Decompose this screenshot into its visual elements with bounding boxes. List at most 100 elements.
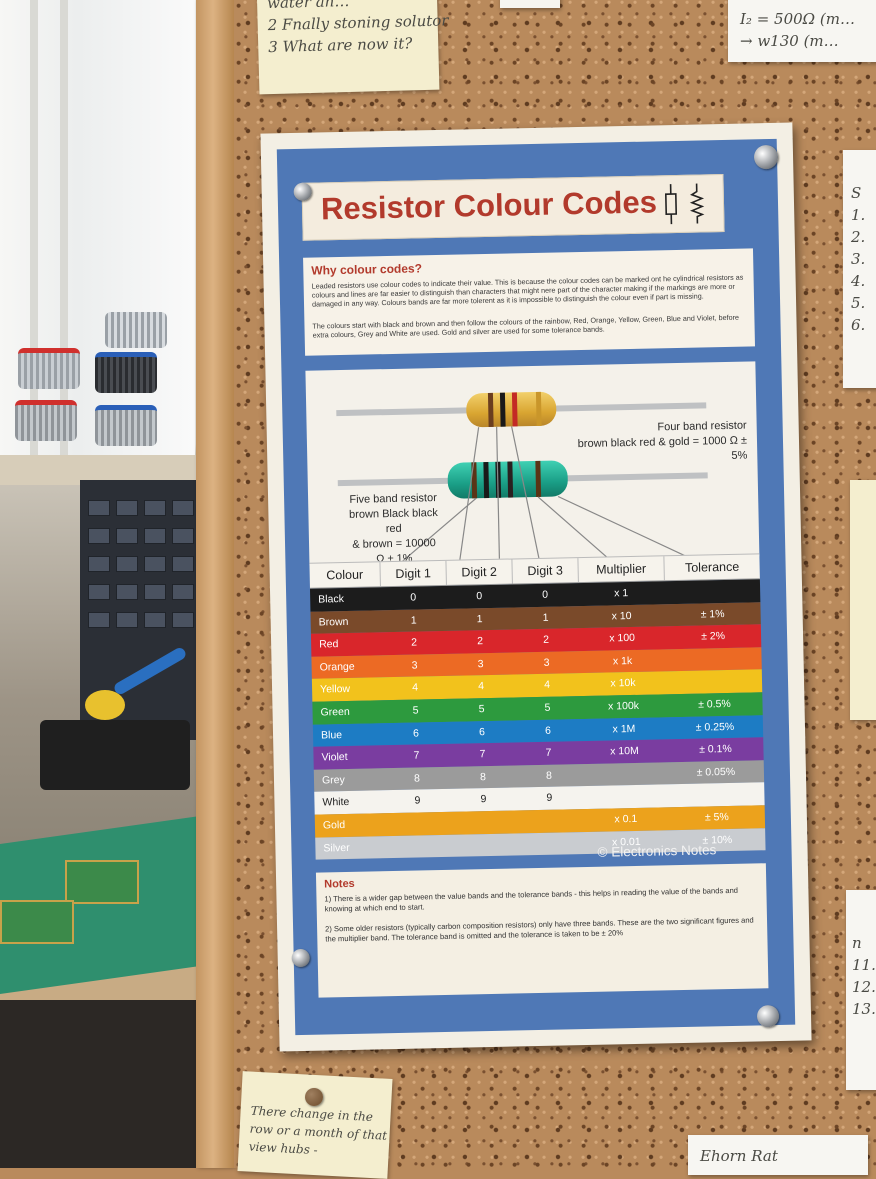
sticky-note-bottom-right: Ehorn Rat (688, 1135, 868, 1175)
table-cell (664, 579, 760, 604)
poster-title: Resistor Colour Codes (321, 184, 658, 227)
five-band-label: Five band resistor brown Black black red… (348, 491, 440, 568)
table-cell: ± 0.05% (668, 760, 764, 785)
column-header: Digit 2 (445, 560, 511, 585)
why-colour-codes-box: Why colour codes? Leaded resistors use c… (303, 248, 755, 355)
wire-spool (18, 348, 80, 389)
soldering-iron (85, 690, 125, 720)
column-header: Digit 1 (379, 561, 445, 586)
table-cell: ± 0.25% (667, 715, 763, 740)
label-line: brown Black black red (348, 506, 439, 538)
paper-scrap (500, 0, 560, 8)
colour-name-cell: Gold (315, 813, 385, 837)
workshop-background (0, 0, 200, 1168)
note-line: 11. (852, 956, 874, 974)
colour-name-cell: Green (312, 700, 382, 724)
soldering-station (40, 720, 190, 790)
note-line: → w130 (m… (740, 32, 866, 50)
table-cell (668, 783, 764, 808)
notes-box: Notes 1) There is a wider gap between th… (316, 863, 769, 997)
table-cell: 0 (512, 583, 578, 607)
colour-name-cell: Violet (313, 745, 383, 769)
sticky-note-right-list: S 1. 2. 3. 4. 5. 6. (843, 150, 876, 388)
table-cell: 6 (515, 719, 581, 743)
note-line: 2. (851, 228, 875, 246)
column-header: Multiplier (577, 556, 663, 582)
table-cell: x 100 (579, 626, 665, 650)
note-line: 3. (851, 250, 875, 268)
sticky-note-top-right: I₂ = 500Ω (m… → w130 (m… (728, 0, 876, 62)
table-cell (385, 812, 451, 836)
table-cell (517, 832, 583, 856)
table-cell (665, 647, 761, 672)
column-header: Colour (309, 562, 379, 587)
note-line: n (852, 934, 874, 952)
table-cell: 2 (381, 631, 447, 655)
circuit-board (65, 860, 139, 904)
resistor-poster: Resistor Colour Codes Why colour codes? … (260, 123, 811, 1052)
four-band-label: Four band resistor brown black red & gol… (577, 419, 748, 468)
table-cell: 7 (515, 741, 581, 765)
note-item: 1) There is a wider gap between the valu… (324, 885, 754, 914)
colour-name-cell: Grey (314, 768, 384, 792)
table-cell: 0 (446, 585, 512, 609)
title-box: Resistor Colour Codes (301, 174, 724, 241)
colour-name-cell: Blue (313, 723, 383, 747)
table-cell: 8 (516, 764, 582, 788)
table-cell: 1 (380, 608, 446, 632)
table-cell: 4 (514, 673, 580, 697)
colour-name-cell: Silver (315, 836, 385, 860)
table-cell: 6 (383, 721, 449, 745)
wooden-frame (196, 0, 234, 1168)
circuit-board (0, 900, 74, 944)
table-cell: 4 (448, 675, 514, 699)
table-cell: 1 (446, 607, 512, 631)
colour-name-cell: White (314, 791, 384, 815)
sticky-note-top-left: water an… 2 Fnally stoning solutor 3 Wha… (257, 0, 440, 94)
why-paragraph: Leaded resistors use colour codes to ind… (312, 273, 747, 309)
note-line: 6. (851, 316, 875, 334)
table-cell (666, 670, 762, 695)
table-cell: x 10 (578, 604, 664, 628)
table-cell (582, 762, 668, 786)
why-paragraph: The colours start with black and brown a… (312, 313, 747, 340)
sticky-note-right-lower: n 11. 12. 13. (846, 890, 876, 1090)
note-line: 3 What are now it? (268, 34, 428, 56)
note-line: view hubs - (248, 1140, 379, 1161)
note-item: 2) Some older resistors (typically carbo… (325, 915, 755, 944)
note-line: 5. (851, 294, 875, 312)
sticky-note-right-middle (850, 480, 876, 720)
table-cell (517, 809, 583, 833)
table-cell: x 1 (578, 581, 664, 605)
table-cell: 5 (514, 696, 580, 720)
note-line: water an… (267, 0, 427, 12)
table-cell: 6 (449, 720, 515, 744)
note-line: row or a month of that (249, 1122, 380, 1143)
table-cell: 2 (513, 628, 579, 652)
wire-spool (95, 352, 157, 393)
colour-name-cell: Yellow (312, 678, 382, 702)
why-heading: Why colour codes? (311, 261, 422, 277)
note-line: 4. (851, 272, 875, 290)
table-cell: 5 (382, 699, 448, 723)
table-cell: 9 (516, 786, 582, 810)
table-cell: x 10k (580, 672, 666, 696)
table-cell: 3 (513, 651, 579, 675)
table-cell: ± 0.1% (667, 737, 763, 762)
table-cell: x 1M (581, 717, 667, 741)
column-header: Tolerance (663, 554, 759, 580)
resistor-symbol-icon (661, 181, 710, 226)
table-cell: 2 (447, 630, 513, 654)
note-line: 1. (851, 206, 875, 224)
table-cell: 1 (512, 606, 578, 630)
table-cell: 0 (380, 586, 446, 610)
table-cell (451, 810, 517, 834)
note-line: 13. (852, 1000, 874, 1018)
table-cell: x 0.1 (583, 807, 669, 831)
table-cell: x 1k (579, 649, 665, 673)
colour-name-cell: Orange (311, 655, 381, 679)
credit-text: © Electronics Notes (597, 842, 716, 859)
note-line: There change in the (250, 1104, 381, 1125)
note-line: 12. (852, 978, 874, 996)
label-line: brown black red & gold = 1000 Ω ± 5% (577, 434, 748, 468)
